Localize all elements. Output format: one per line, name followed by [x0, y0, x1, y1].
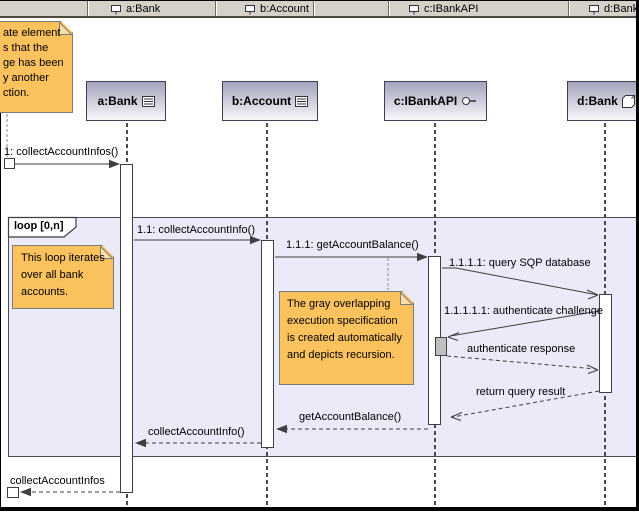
message-line-authenticate-response[interactable]: [446, 355, 599, 374]
message-label[interactable]: 1.1.1.1.1: authenticate challenge: [444, 305, 604, 317]
recursion-note[interactable]: The gray overlapping execution specifica…: [279, 291, 414, 385]
loop-operator-label: loop [0,n]: [14, 220, 64, 232]
canvas-border-left: [0, 113, 1, 511]
header-separator: [87, 1, 89, 16]
message-line-return-query-result[interactable]: [450, 390, 600, 421]
message-label[interactable]: getAccountBalance(): [299, 411, 402, 423]
message-line-getaccountbalance-reply[interactable]: [276, 424, 428, 434]
lifeline-icon: [409, 4, 419, 14]
lifeline-icon: [589, 4, 599, 14]
lifeline-title: b:Account: [231, 94, 292, 108]
header-tab-label: a:Bank: [126, 2, 161, 15]
lifeline-title: a:Bank: [97, 94, 138, 108]
message-label[interactable]: return query result: [476, 386, 566, 398]
class-compartments-icon: [141, 95, 155, 107]
note-text-line: ction.: [3, 87, 30, 99]
note-fold-icon: [59, 22, 72, 35]
canvas-border-bottom: [0, 507, 639, 511]
message-label[interactable]: 1.1: collectAccountInfo(): [137, 224, 256, 236]
lifeline-icon: [245, 4, 255, 14]
header-separator: [568, 1, 570, 16]
lifeline-head-b-account[interactable]: b:Account: [222, 81, 318, 121]
canvas-border-top: [0, 0, 639, 1]
activation-b-account[interactable]: [261, 240, 274, 448]
header-tab-label: d:Bank: [604, 2, 639, 15]
note-text-line: s that the: [3, 42, 49, 54]
message-line-collectaccountinfos-reply[interactable]: [20, 487, 120, 497]
message-label[interactable]: 1.1.1: getAccountBalance(): [286, 239, 419, 251]
message-line-getaccountbalance-call[interactable]: [275, 252, 428, 262]
message-line-collectaccountinfo-reply[interactable]: [135, 438, 261, 448]
message-line-collectaccountinfo-call[interactable]: [134, 235, 261, 245]
header-tab-b-account[interactable]: b:Account: [244, 1, 309, 16]
header-separator: [313, 1, 315, 16]
message-label[interactable]: collectAccountInfo(): [148, 426, 245, 438]
canvas-border-right: [636, 0, 639, 511]
header-tab-d-bank[interactable]: d:Bank: [588, 1, 638, 16]
gate-out[interactable]: [7, 487, 19, 498]
activation-a-bank[interactable]: [120, 164, 133, 493]
lifeline-title: d:Bank: [577, 94, 618, 108]
header-tab-label: c:IBankAPI: [424, 2, 479, 15]
note-text-line: ate element: [3, 27, 61, 39]
gate-in[interactable]: [4, 158, 15, 169]
recursive-execution-specification[interactable]: [435, 337, 447, 356]
header-separator: [215, 1, 217, 16]
message-line-collectaccountinfos-call[interactable]: [15, 159, 120, 169]
class-compartments-icon: [295, 95, 309, 107]
component-cube-icon: [621, 94, 635, 108]
note-text-line: over all bank: [21, 269, 84, 281]
loop-operator-pentagon[interactable]: [7, 216, 77, 238]
header-separator: [388, 1, 390, 16]
note-text-line: y another: [3, 72, 49, 84]
gate-note[interactable]: ate element s that the ge has been y ano…: [0, 21, 73, 113]
note-text-line: ge has been: [3, 57, 64, 69]
note-text-line: and depicts recursion.: [287, 349, 395, 361]
note-text-line: This loop iterates: [21, 252, 105, 264]
note-text-line: accounts.: [21, 286, 69, 298]
message-label[interactable]: 1.1.1.1: query SQP database: [449, 257, 591, 269]
header-tab-a-bank[interactable]: a:Bank: [110, 1, 160, 16]
interface-lollipop-icon: [462, 97, 477, 105]
lifeline-title: c:IBankAPI: [393, 94, 458, 108]
note-text-line: is created automatically: [287, 332, 402, 344]
message-label[interactable]: authenticate response: [467, 343, 576, 355]
header-tab-c-ibankapi[interactable]: c:IBankAPI: [408, 1, 478, 16]
note-text-line: The gray overlapping: [287, 298, 391, 310]
message-label[interactable]: collectAccountInfos: [10, 475, 105, 487]
lifeline-head-d-bank[interactable]: d:Bank: [567, 81, 639, 121]
lifeline-head-a-bank[interactable]: a:Bank: [86, 81, 166, 121]
activation-d-bank[interactable]: [599, 294, 612, 393]
lifeline-icon: [111, 4, 121, 14]
message-line-authenticate-challenge[interactable]: [447, 310, 600, 341]
message-label[interactable]: 1: collectAccountInfos(): [4, 146, 119, 158]
header-tab-label: b:Account: [260, 2, 309, 15]
note-fold-icon: [100, 246, 113, 259]
message-line-query-sqp-database[interactable]: [442, 267, 599, 300]
note-text-line: execution specification: [287, 315, 398, 327]
note-fold-icon: [400, 292, 413, 305]
loop-note[interactable]: This loop iterates over all bank account…: [12, 245, 114, 309]
lifeline-head-c-ibankapi[interactable]: c:IBankAPI: [384, 81, 487, 121]
